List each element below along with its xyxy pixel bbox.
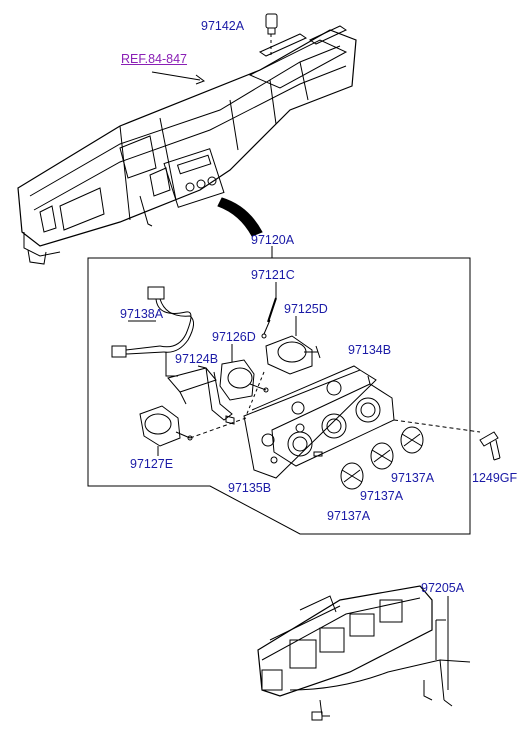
label-97121c: 97121C: [251, 268, 295, 282]
label-97125d: 97125D: [284, 302, 328, 316]
ref-arrow-line: [151, 71, 201, 81]
cable-97121c: [261, 282, 277, 339]
motor-97127e: [139, 405, 247, 456]
label-97124b: 97124B: [175, 352, 219, 366]
label-97205a: 97205A: [421, 581, 465, 595]
assembly-box: [87, 257, 471, 535]
wire-harness-97138a: [111, 286, 194, 377]
screw-leader: [393, 419, 481, 433]
label-97126d: 97126D: [212, 330, 256, 344]
label-97142a: 97142A: [201, 19, 245, 33]
ref-arrowhead: [195, 74, 206, 85]
label-97137a-3: 97137A: [327, 509, 371, 523]
screw-1249gf: [479, 431, 501, 461]
knob-97137a-right: [400, 426, 424, 454]
label-97138a: 97138A: [120, 307, 164, 321]
clip-97142a: [265, 13, 278, 56]
ref-label[interactable]: REF.84-847: [121, 52, 188, 66]
heater-unit-97205a: [257, 585, 471, 721]
label-97134b: 97134B: [348, 343, 392, 357]
control-panel-97135b: [243, 365, 377, 479]
bracket-97124b: [167, 365, 235, 425]
pointer-swoosh: [217, 197, 263, 237]
label-97120a: 97120A: [251, 233, 295, 247]
dashboard-assembly: [17, 25, 357, 265]
label-97137a-2: 97137A: [360, 489, 404, 503]
label-97137a-1: 97137A: [391, 471, 435, 485]
label-97135b: 97135B: [228, 481, 272, 495]
label-97127e: 97127E: [130, 457, 174, 471]
actuator-97126d: [219, 344, 269, 401]
label-1249gf: 1249GF: [472, 471, 518, 485]
knob-97137a-middle: [370, 442, 394, 470]
actuator-97125d: [265, 316, 321, 375]
knob-97137a-left: [340, 462, 364, 490]
